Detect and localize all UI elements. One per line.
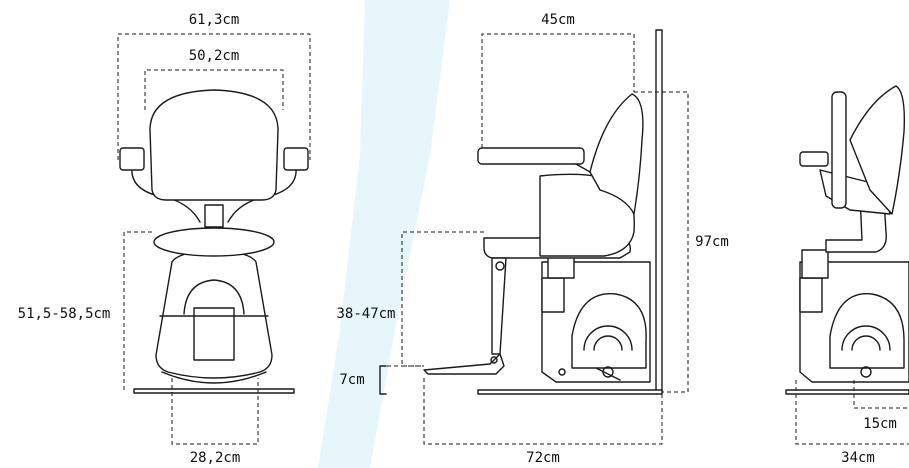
front-base-arch [183,279,245,315]
folded-view: 15cm 34cm [785,85,909,466]
front-seat-back-width-label: 50,2cm [189,48,240,64]
front-armrest-right [283,147,309,171]
folded-floor-plate [785,389,909,395]
folded-depth-label: 34cm [841,450,875,466]
folded-pedestal [801,249,829,279]
side-footrest-strut [491,257,507,355]
side-armrest [477,147,585,165]
side-footrest-height-label: 7cm [339,372,364,388]
accent-band [318,0,450,468]
folded-drive-wheel [841,325,891,351]
side-total-depth-label: 72cm [526,450,560,466]
side-footrest [423,353,505,375]
front-seat-cushion [153,227,275,257]
folded-rail-offset-label: 15cm [863,416,897,432]
side-floor-plate [477,389,663,395]
front-backrest [149,89,279,201]
side-drive-wheel [583,325,633,351]
folded-footrest [831,91,847,209]
front-floor-plate [133,388,295,394]
front-view: 61,3cm 50,2cm 51,5-58,5cm 28,2cm [18,12,311,466]
side-depth-top-label: 45cm [541,12,575,28]
side-rail [655,29,663,393]
side-backrest [589,93,644,215]
side-seat-height-label: 38-47cm [336,306,395,322]
side-total-height-label: 97cm [695,234,729,250]
side-view: 45cm 97cm 38- [336,12,728,466]
folded-motor-box [799,277,823,313]
side-motor-box [541,277,565,313]
front-armrest-left [119,147,145,171]
folded-backrest [849,85,906,215]
front-base-width-label: 28,2cm [190,450,241,466]
front-post [204,204,224,228]
side-motor-body [541,261,651,383]
folded-motor-body [799,261,909,383]
folded-armrest [799,151,829,167]
front-overall-width-label: 61,3cm [189,12,240,28]
front-seat-height-label: 51,5-58,5cm [18,306,111,322]
